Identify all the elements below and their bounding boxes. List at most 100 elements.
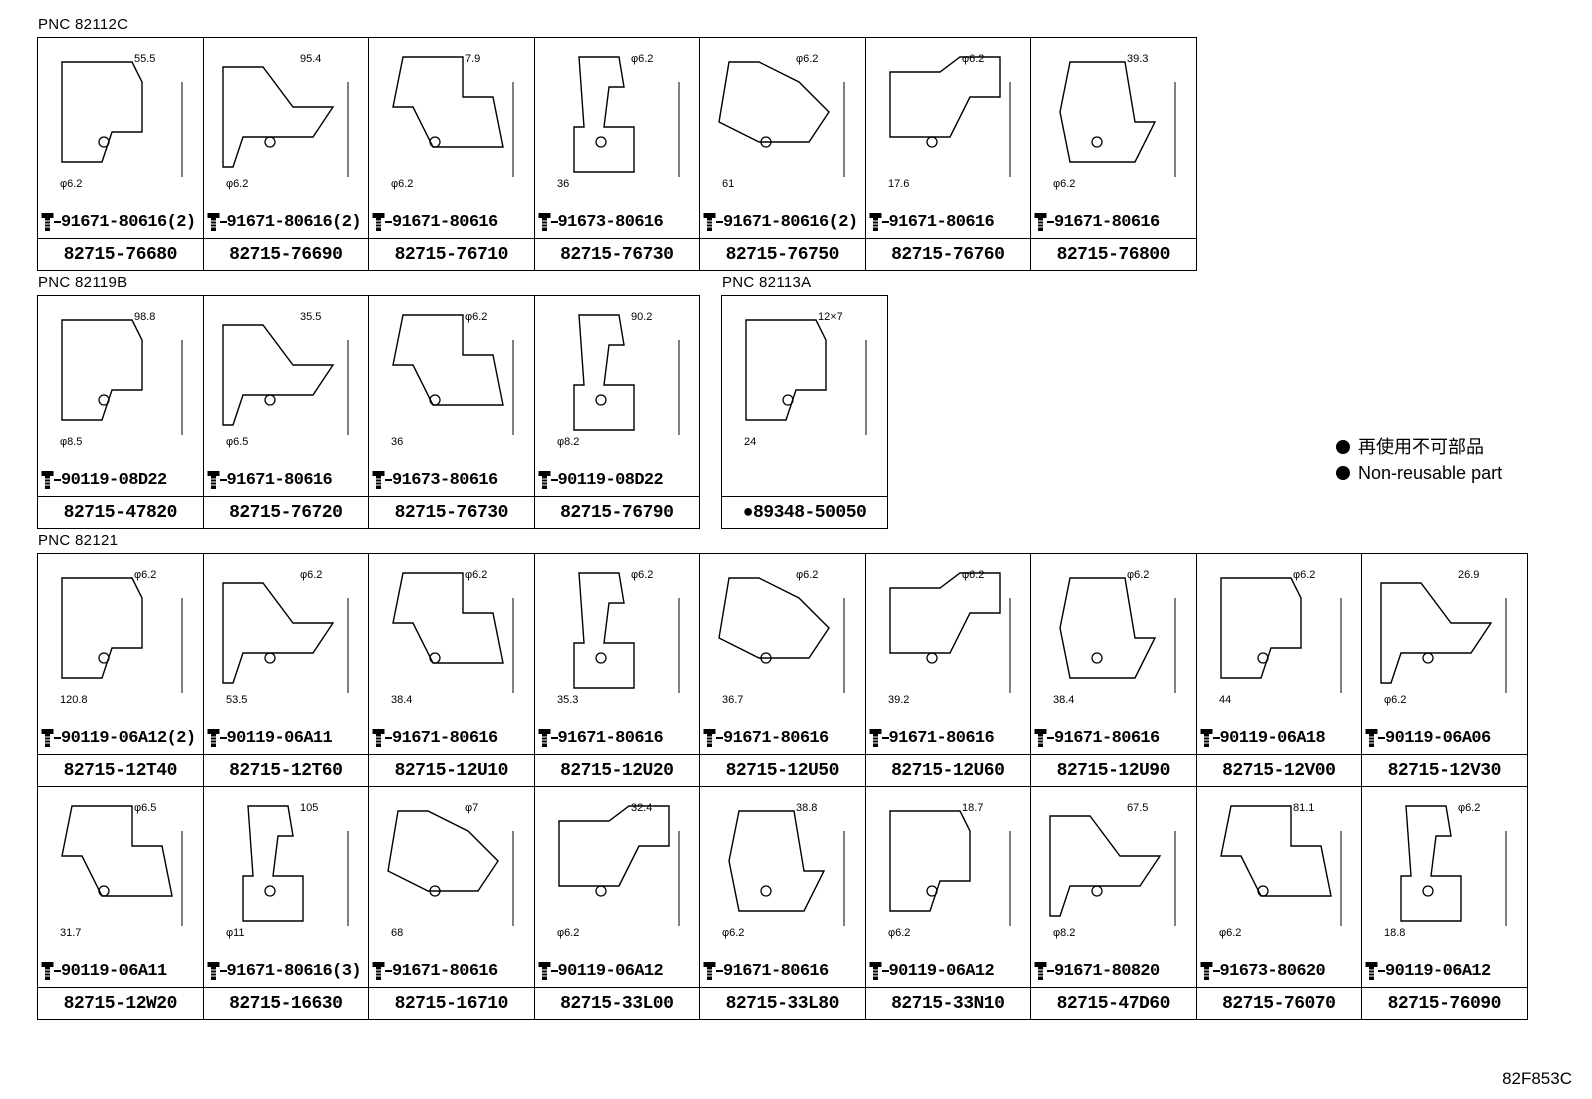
leader-line — [54, 970, 61, 972]
part-number[interactable]: 82715-33L00 — [534, 987, 699, 1019]
part-number[interactable]: 82715-12U90 — [1031, 754, 1196, 786]
part-number[interactable]: 82715-12T60 — [203, 754, 368, 786]
bolt-row: 91671-80616(2) — [41, 211, 203, 233]
part-number[interactable]: 82715-76680 — [38, 238, 203, 270]
bolt-icon — [41, 471, 54, 489]
bolt-row: 90119-06A06 — [1365, 727, 1527, 749]
part-drawing: φ6.218.8 — [1384, 802, 1507, 939]
bolt-part-number: 91671-80616 — [392, 212, 498, 232]
leader-line — [881, 970, 889, 972]
dimension-label: φ7 — [465, 802, 478, 814]
legend-en-text: Non-reusable part — [1358, 463, 1503, 483]
legend-jp-row: 再使用不可部品 — [1336, 434, 1502, 460]
part-number[interactable]: 82715-76730 — [534, 238, 699, 270]
dimension-label: 67.5 — [1127, 802, 1148, 814]
dimension-label: φ6.2 — [888, 927, 910, 939]
part-number[interactable]: ●89348-50050 — [722, 496, 887, 528]
bolt-icon — [1034, 962, 1047, 980]
bolt-icon — [538, 962, 550, 980]
dimension-label: φ6.2 — [300, 569, 322, 581]
bolt-part-number: 91671-80616 — [1054, 212, 1160, 232]
mount-hole — [760, 885, 772, 897]
pnc-label: PNC 82113A — [722, 274, 812, 291]
part-number[interactable]: 82715-76070 — [1196, 987, 1361, 1019]
part-drawing: 90.2φ8.2 — [557, 311, 679, 448]
part-number[interactable]: 82715-76690 — [203, 238, 368, 270]
leader-line — [1212, 737, 1220, 739]
dimension-label: 120.8 — [60, 694, 88, 706]
part-number[interactable]: 82715-16630 — [203, 987, 368, 1019]
bolt-icon — [538, 729, 550, 747]
leader-line — [1378, 737, 1385, 739]
dimension-label: 26.9 — [1458, 569, 1479, 581]
bolt-part-number: 91673-80620 — [1219, 961, 1326, 981]
bolt-row: 91671-80616 — [1034, 727, 1196, 749]
bracket-outline — [718, 61, 830, 143]
bolt-icon — [1200, 962, 1212, 980]
bracket-outline — [221, 66, 334, 168]
part-number[interactable]: 82715-12V00 — [1196, 754, 1361, 786]
pnc-label: PNC 82121 — [38, 532, 119, 549]
bolt-part-number: 91671-80616(3) — [226, 961, 362, 981]
mount-hole — [925, 885, 938, 897]
bracket-outline — [61, 61, 143, 163]
part-number[interactable]: 82715-76750 — [700, 238, 865, 270]
part-number[interactable]: 82715-12U10 — [369, 754, 534, 786]
dimension-label: φ6.2 — [722, 927, 744, 939]
dimension-label: 18.7 — [962, 802, 983, 814]
part-number[interactable]: 82715-12V30 — [1362, 754, 1527, 786]
bolt-icon — [1365, 729, 1378, 747]
part-number[interactable]: 82715-47820 — [38, 496, 203, 528]
bolt-icon — [869, 213, 881, 231]
part-number[interactable]: 82715-33L80 — [700, 987, 865, 1019]
part-number[interactable]: 82715-12U20 — [534, 754, 699, 786]
dimension-label: 31.7 — [60, 927, 81, 939]
part-number[interactable]: 82715-76760 — [865, 238, 1030, 270]
leader-line — [385, 221, 392, 223]
bolt-icon — [207, 729, 219, 747]
part-number[interactable]: 82715-76720 — [203, 496, 368, 528]
bolt-icon — [869, 729, 881, 747]
bolt-row: 91671-80616 — [703, 727, 865, 749]
leader-line — [881, 737, 889, 739]
part-number[interactable]: 82715-76090 — [1362, 987, 1527, 1019]
mount-hole — [263, 885, 276, 897]
dimension-label: φ6.2 — [631, 569, 653, 581]
bolt-part-number: 91671-80616 — [226, 470, 333, 490]
part-number[interactable]: 82715-76730 — [369, 496, 534, 528]
part-number[interactable]: 82715-12U50 — [700, 754, 865, 786]
bolt-row: 91671-80616 — [869, 727, 1031, 749]
part-number[interactable]: 82715-33N10 — [865, 987, 1030, 1019]
dimension-label: φ6.2 — [631, 53, 653, 65]
bracket-outline — [572, 572, 635, 689]
part-number[interactable]: 82715-12T40 — [38, 754, 203, 786]
part-number[interactable]: 82715-76790 — [534, 496, 699, 528]
dimension-label: φ6.2 — [796, 53, 818, 65]
bolt-icon — [869, 962, 881, 980]
bolt-icon — [703, 962, 716, 980]
part-number[interactable]: 82715-47D60 — [1031, 987, 1196, 1019]
dimension-label: φ11 — [226, 927, 245, 939]
part-number[interactable]: 82715-12W20 — [38, 987, 203, 1019]
mount-hole — [98, 394, 110, 406]
mount-hole — [1422, 652, 1434, 664]
bracket-outline — [1059, 577, 1157, 679]
part-number[interactable]: 82715-16710 — [369, 987, 534, 1019]
part-number[interactable]: 82715-76710 — [369, 238, 534, 270]
part-number[interactable]: 82715-12U60 — [865, 754, 1030, 786]
bolt-part-number: 91673-80616 — [557, 212, 664, 232]
leader-line — [219, 970, 227, 972]
bolt-row: 91671-80616 — [869, 211, 1031, 233]
mount-hole — [594, 136, 607, 148]
part-drawing: 95.4φ6.2 — [221, 53, 348, 190]
part-number[interactable]: 82715-76800 — [1031, 238, 1196, 270]
dimension-label: φ6.2 — [1293, 569, 1315, 581]
